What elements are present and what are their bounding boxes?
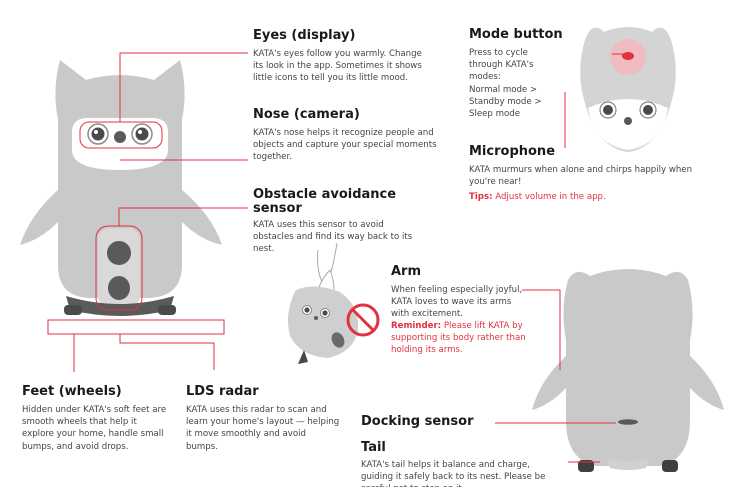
mode-line-1: Press to cycle (469, 48, 528, 58)
tip-text: Adjust volume in the app. (495, 192, 606, 202)
obstacle-title-line2: sensor (253, 201, 302, 216)
lift-illustration (288, 242, 359, 364)
reminder-label: Reminder: (391, 321, 442, 331)
obstacle-title-line1: Obstacle avoidance (253, 187, 397, 202)
feet-description: Hidden under KATA's soft feet are smooth… (22, 405, 167, 452)
lds-description: KATA uses this radar to scan and learn y… (186, 405, 340, 452)
microphone-title: Microphone (469, 144, 556, 159)
front-callout-lines (47, 52, 248, 372)
head-callout-lines (564, 53, 628, 148)
microphone-tip: Tips: Adjust volume in the app. (469, 191, 701, 203)
arm-description: When feeling especially joyful, KATA lov… (391, 285, 523, 320)
docking-title: Docking sensor (361, 414, 474, 429)
microphone-description: KATA murmurs when alone and chirps happi… (469, 165, 693, 188)
no-sign-icon (346, 303, 380, 337)
nose-title: Nose (camera) (253, 107, 360, 122)
back-callout-lines (495, 289, 616, 463)
robot-front-illustration (20, 60, 222, 316)
robot-head-top-illustration (580, 27, 676, 152)
tail-title: Tail (361, 440, 386, 455)
eyes-description: KATA's eyes follow you warmly. Change it… (253, 49, 422, 84)
arm-reminder: Reminder: Please lift KATA by supporting… (391, 320, 527, 357)
tail-description: KATA's tail helps it balance and charge,… (361, 460, 546, 487)
mode-line-6: Sleep mode (469, 109, 520, 120)
mode-line-3: modes: (469, 72, 501, 83)
mode-title: Mode button (469, 27, 563, 42)
arm-title: Arm (391, 264, 422, 279)
mode-line-4: Normal mode > (469, 84, 538, 95)
feet-title: Feet (wheels) (22, 384, 122, 399)
mode-description: Press to cycle through KATA's modes: Nor… (469, 47, 561, 120)
reminder-text: Please lift KATA by supporting its body … (391, 321, 526, 356)
obstacle-description: KATA uses this sensor to avoid obstacles… (253, 220, 413, 255)
mode-line-2: through KATA's (469, 60, 534, 71)
tip-label: Tips: (469, 192, 493, 202)
nose-description: KATA's nose helps it recognize people an… (253, 128, 437, 163)
mode-line-5: Standby mode > (469, 96, 542, 107)
lds-title: LDS radar (186, 384, 259, 399)
eyes-title: Eyes (display) (253, 28, 356, 43)
robot-back-illustration (532, 269, 724, 472)
